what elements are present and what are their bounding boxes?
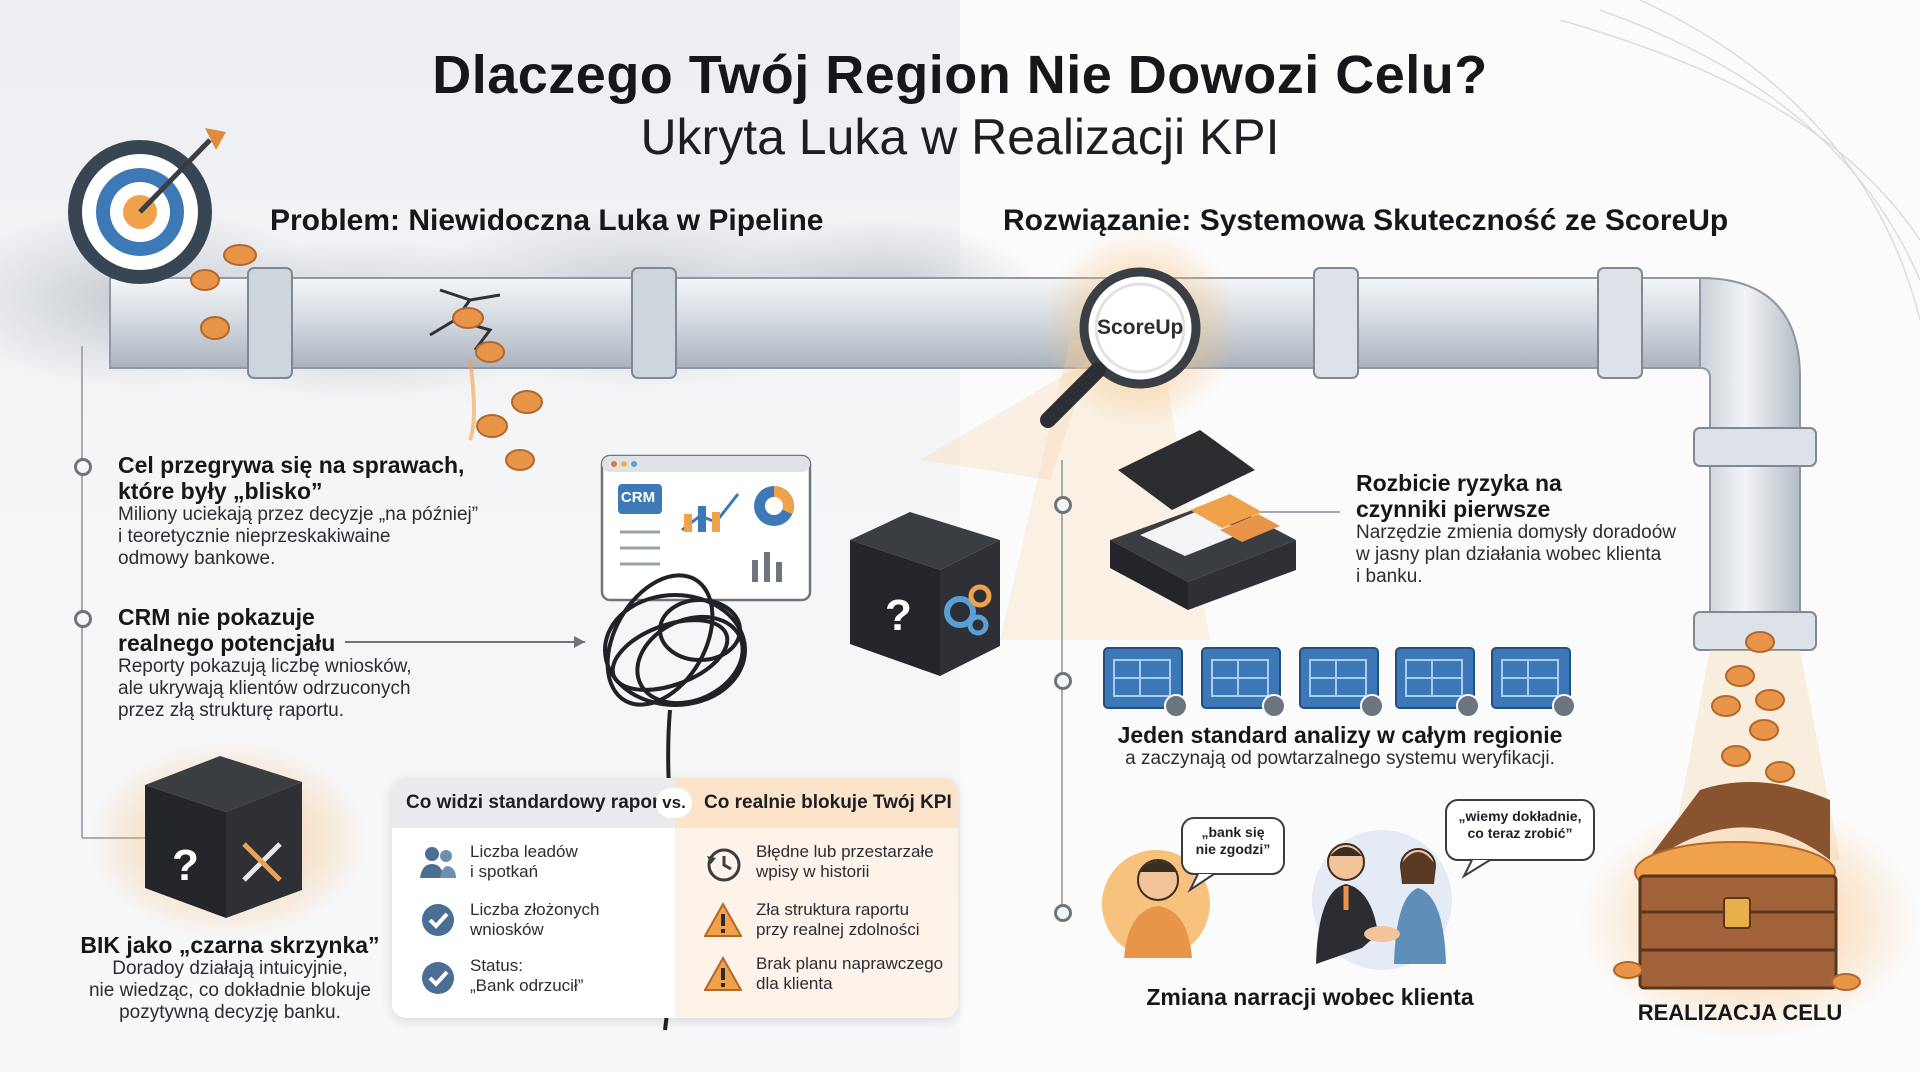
- item-heading: BIK jako „czarna skrzynka”: [80, 932, 380, 958]
- comparison-left-item: Liczba złożonych wniosków: [470, 900, 599, 940]
- handshake-advisor-client-icon: [1312, 830, 1452, 970]
- item-heading: CRM nie pokazuje: [118, 604, 315, 630]
- item-line: Liczba leadów: [470, 842, 578, 861]
- svg-text:?: ?: [172, 841, 199, 890]
- leak-stream: [468, 359, 476, 441]
- warning-icon: [703, 955, 743, 997]
- comparison-right-item: Brak planu naprawczego dla klienta: [756, 954, 943, 994]
- comparison-left-item: Status: „Bank odrzucił”: [470, 956, 583, 996]
- problem-item-close-cases: Cel przegrywa się na sprawach, które był…: [118, 452, 518, 570]
- item-line: Status:: [470, 956, 523, 975]
- open-toolbox-icon: [1110, 430, 1296, 610]
- item-body: ale ukrywają klientów odrzuconych: [118, 678, 411, 699]
- treasure-chest-icon: [1580, 782, 1920, 1040]
- item-line: i spotkań: [470, 862, 539, 881]
- black-box-mystery-icon: ?: [850, 512, 1000, 676]
- item-line: wpisy w historii: [756, 862, 870, 881]
- item-heading: czynniki pierwsze: [1356, 496, 1551, 522]
- scoreup-light-beam-left: [920, 360, 1090, 480]
- bubble-right: „wiemy dokładnie, co teraz zrobić”: [1446, 808, 1594, 842]
- speech-bubbles: [1181, 799, 1595, 893]
- vs-badge: vs.: [656, 788, 692, 818]
- item-heading: Rozbicie ryzyka na: [1356, 470, 1562, 496]
- bubble-line: nie zgodzi”: [1195, 841, 1271, 857]
- check-circle-icon: [420, 960, 456, 1001]
- leaking-coins-icon: [190, 244, 543, 471]
- blueprint-documents-icon: [1103, 647, 1576, 718]
- comparison-right-item: Błędne lub przestarzałe wpisy w historii: [756, 842, 934, 882]
- solution-item-standard: Jeden standard analizy w całym regionie …: [1080, 722, 1600, 770]
- crm-label: CRM: [620, 489, 656, 506]
- item-body: w jasny plan działania wobec klienta: [1356, 544, 1662, 565]
- item-line: Błędne lub przestarzałe: [756, 842, 934, 861]
- item-body: pozytywną decyzję banku.: [119, 1002, 341, 1023]
- item-heading: które były „blisko”: [118, 478, 323, 504]
- item-body: Doradoy działają intuicyjnie,: [112, 958, 348, 979]
- comparison-right-item: Zła struktura raportu przy realnej zdoln…: [756, 900, 919, 940]
- comparison-card: Co widzi standardowy raport Co realnie b…: [392, 778, 958, 1018]
- timeline-dot: [1054, 496, 1072, 514]
- item-body: Narzędzie zmienia domysły doradoów: [1356, 522, 1676, 543]
- comparison-left-header: [392, 778, 675, 828]
- problem-item-crm: CRM nie pokazuje realnego potencjału Rep…: [118, 604, 458, 722]
- bubble-left: „bank się nie zgodzi”: [1182, 824, 1284, 858]
- bubble-line: „bank się: [1201, 824, 1265, 840]
- check-circle-icon: [420, 902, 456, 943]
- scoreup-magnifier-icon: [1040, 228, 1240, 428]
- item-line: przy realnej zdolności: [756, 920, 920, 939]
- falling-coins-icon: [1711, 631, 1795, 783]
- decorative-lines: [1559, 0, 1920, 321]
- item-body: nie wiedząc, co dokładnie blokuje: [88, 980, 371, 1001]
- comparison-right-title: Co realnie blokuje Twój KPI: [704, 792, 952, 813]
- bik-black-box-icon: ?: [88, 740, 368, 940]
- comparison-left-item: Liczba leadów i spotkań: [470, 842, 578, 882]
- magnifier-label: ScoreUp: [1097, 316, 1184, 339]
- item-heading: realnego potencjału: [118, 630, 336, 656]
- target-icon: [68, 128, 226, 284]
- item-line: Zła struktura raportu: [756, 900, 910, 919]
- timeline-dot: [1054, 904, 1072, 922]
- problem-item-bik: BIK jako „czarna skrzynka” Doradoy dział…: [70, 932, 390, 1024]
- timeline-dot: [1054, 672, 1072, 690]
- history-icon: [704, 846, 742, 889]
- item-line: dla klienta: [756, 974, 833, 993]
- pipeline: [109, 267, 1817, 651]
- item-body: Miliony uciekają przez decyzje „na późni…: [118, 504, 479, 525]
- goal-label: REALIZACJA CELU: [1637, 1000, 1843, 1025]
- item-line: Brak planu naprawczego: [756, 954, 944, 973]
- comparison-left-title: Co widzi standardowy raport: [406, 792, 666, 813]
- timeline-dot: [74, 458, 92, 476]
- item-body: a zaczynają od powtarzalnego systemu wer…: [1125, 748, 1555, 769]
- timeline-dot: [74, 610, 92, 628]
- item-heading: Zmiana narracji wobec klienta: [1146, 984, 1474, 1010]
- item-body: i teoretycznie nieprzeskakiwaine: [118, 526, 391, 547]
- item-body: odmowy bankowe.: [118, 548, 276, 569]
- item-line: Liczba złożonych: [470, 900, 600, 919]
- worried-advisor-icon: [1102, 850, 1210, 958]
- warning-icon: [703, 901, 743, 943]
- solution-title: Rozwiązanie: Systemowa Skuteczność ze Sc…: [1003, 204, 1729, 237]
- users-icon: [418, 844, 458, 885]
- bubble-line: co teraz zrobić”: [1467, 825, 1573, 841]
- comparison-right-header: [675, 778, 958, 828]
- solution-item-risk-breakdown: Rozbicie ryzyka na czynniki pierwsze Nar…: [1356, 470, 1736, 588]
- item-heading: Cel przegrywa się na sprawach,: [118, 452, 465, 478]
- bubble-line: „wiemy dokładnie,: [1458, 808, 1582, 824]
- svg-text:?: ?: [885, 591, 912, 640]
- page-title: Dlaczego Twój Region Nie Dowozi Celu?: [432, 45, 1488, 105]
- crm-dashboard: [600, 454, 812, 602]
- page-subtitle: Ukryta Luka w Realizacji KPI: [640, 109, 1280, 165]
- item-line: „Bank odrzucił”: [470, 976, 584, 995]
- item-heading: Jeden standard analizy w całym regionie: [1117, 722, 1563, 748]
- item-body: przez złą strukturę raportu.: [118, 700, 344, 721]
- item-line: wniosków: [470, 920, 544, 939]
- solution-item-narrative: Zmiana narracji wobec klienta: [1100, 984, 1520, 1010]
- problem-title: Problem: Niewidoczna Luka w Pipeline: [270, 204, 824, 237]
- item-body: i banku.: [1356, 566, 1423, 587]
- item-body: Reporty pokazują liczbę wniosków,: [118, 656, 412, 677]
